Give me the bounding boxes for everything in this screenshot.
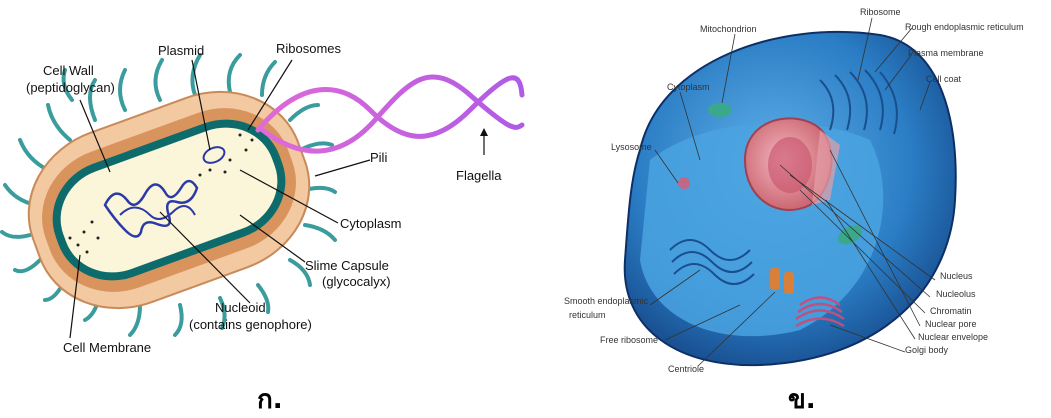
label-nucleoid-sub: (contains genophore): [189, 317, 312, 332]
bacterial-cell-diagram: Cell Wall (peptidoglycan) Plasmid Riboso…: [2, 41, 522, 415]
label-cell-wall: Cell Wall: [43, 63, 94, 78]
label-nucleolus: Nucleolus: [936, 289, 976, 299]
label-smooth-er: Smooth endoplasmic: [564, 296, 649, 306]
label-smooth-er-sub: reticulum: [569, 310, 606, 320]
label-nucleus: Nucleus: [940, 271, 973, 281]
label-lysosome: Lysosome: [611, 142, 652, 152]
nucleolus: [768, 137, 812, 193]
label-ribosome: Ribosome: [860, 7, 901, 17]
label-cell-wall-sub: (peptidoglycan): [26, 80, 115, 95]
label-pili: Pili: [370, 150, 387, 165]
caption-left: ก.: [257, 385, 283, 415]
animal-cell-diagram: Mitochondrion Ribosome Rough endoplasmic…: [564, 7, 1024, 415]
label-mitochondrion: Mitochondrion: [700, 24, 757, 34]
lysosome: [678, 177, 690, 189]
label-golgi-body: Golgi body: [905, 345, 949, 355]
label-plasmid: Plasmid: [158, 43, 204, 58]
label-centriole: Centriole: [668, 364, 704, 374]
label-cell-membrane: Cell Membrane: [63, 340, 151, 355]
label-slime-capsule-sub: (glycocalyx): [322, 274, 391, 289]
label-nuclear-envelope: Nuclear envelope: [918, 332, 988, 342]
mitochondrion: [708, 103, 732, 117]
label-cell-coat: Cell coat: [926, 74, 962, 84]
label-rough-er: Rough endoplasmic reticulum: [905, 22, 1024, 32]
label-slime-capsule: Slime Capsule: [305, 258, 389, 273]
label-cytoplasm: Cytoplasm: [340, 216, 401, 231]
label-chromatin: Chromatin: [930, 306, 972, 316]
label-plasma-membrane: Plasma membrane: [908, 48, 984, 58]
label-flagella: Flagella: [456, 168, 502, 183]
label-nucleoid: Nucleoid: [215, 300, 266, 315]
caption-right: ข.: [788, 385, 816, 415]
label-free-ribosome: Free ribosome: [600, 335, 658, 345]
label-ribosomes: Ribosomes: [276, 41, 342, 56]
label-nuclear-pore: Nuclear pore: [925, 319, 977, 329]
label-cytoplasm-r: Cytoplasm: [667, 82, 710, 92]
